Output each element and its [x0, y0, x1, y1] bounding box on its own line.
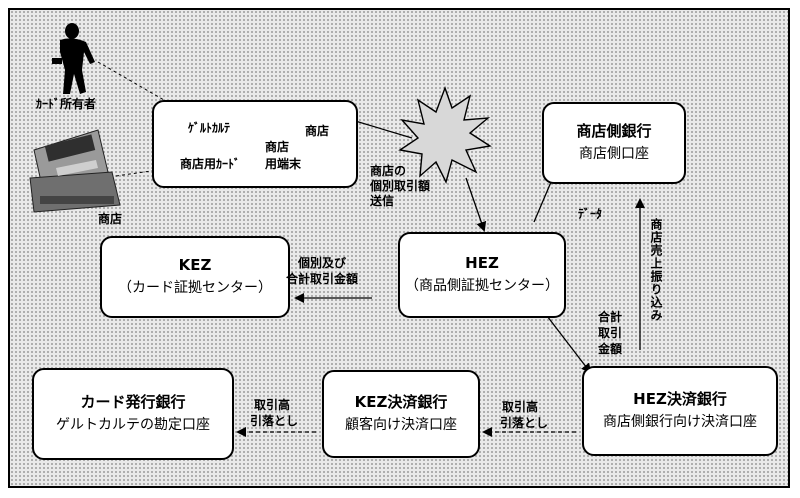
- total-amount-line2: 取引: [598, 326, 623, 340]
- hez-bank-title: HEZ決済銀行: [633, 390, 727, 409]
- shop-sales-transfer-label: 商店売上振り込み: [649, 218, 663, 322]
- kez-bank-subtitle: 顧客向け決済口座: [345, 417, 457, 434]
- transmission-burst-icon: [398, 85, 492, 184]
- shop-terminal-box: [152, 100, 358, 188]
- kez-box: KEZ （カード証拠センター）: [100, 236, 290, 318]
- total-amount-line3: 金額: [598, 342, 623, 356]
- debit-label-1-line2: 引落とし: [250, 414, 299, 428]
- burst-label-line3: 送信: [370, 194, 395, 208]
- terminal-line2: 用端末: [265, 157, 302, 171]
- card-bank-box: カード発行銀行 ゲルトカルテの勘定口座: [32, 368, 234, 460]
- terminal-shop-label: 商店: [305, 124, 330, 138]
- shop-label: 商店: [98, 212, 123, 226]
- kez-hez-label-line1: 個別及び: [298, 256, 347, 270]
- kez-hez-label-line2: 合計取引金額: [286, 272, 359, 286]
- hez-subtitle: （商品側証拠センター）: [405, 278, 559, 295]
- debit-label-1-line1: 取引高: [254, 398, 291, 412]
- debit-label-2-line1: 取引高: [502, 400, 539, 414]
- kez-title: KEZ: [178, 256, 212, 275]
- card-bank-subtitle: ゲルトカルテの勘定口座: [56, 417, 210, 434]
- data-label: ﾃﾞｰﾀ: [578, 207, 603, 221]
- hez-bank-subtitle: 商店側銀行向け決済口座: [603, 414, 757, 431]
- shop-card-label: 商店用ｶｰﾄﾞ: [180, 157, 241, 171]
- total-amount-line1: 合計: [598, 310, 623, 324]
- burst-label-line1: 商店の: [370, 164, 407, 178]
- terminal-line1: 商店: [265, 140, 290, 154]
- shop-bank-title: 商店側銀行: [576, 122, 652, 141]
- hez-title: HEZ: [465, 254, 499, 273]
- card-bank-title: カード発行銀行: [80, 393, 186, 412]
- debit-label-2-line2: 引落とし: [500, 416, 549, 430]
- hez-box: HEZ （商品側証拠センター）: [398, 232, 566, 318]
- burst-label-line2: 個別取引額: [370, 179, 431, 193]
- kez-subtitle: （カード証拠センター）: [118, 280, 272, 297]
- shop-bank-subtitle: 商店側口座: [579, 146, 649, 163]
- shop-register-icon: [29, 129, 121, 213]
- geldkarte-label: ｹﾞﾙﾄｶﾙﾃ: [188, 121, 231, 135]
- cardholder-icon: [52, 23, 95, 94]
- cardholder-label: ｶｰﾄﾞ所有者: [36, 97, 97, 111]
- shop-bank-box: 商店側銀行 商店側口座: [542, 102, 686, 184]
- kez-bank-box: KEZ決済銀行 顧客向け決済口座: [322, 370, 480, 458]
- hez-bank-box: HEZ決済銀行 商店側銀行向け決済口座: [582, 366, 778, 456]
- kez-bank-title: KEZ決済銀行: [354, 393, 448, 412]
